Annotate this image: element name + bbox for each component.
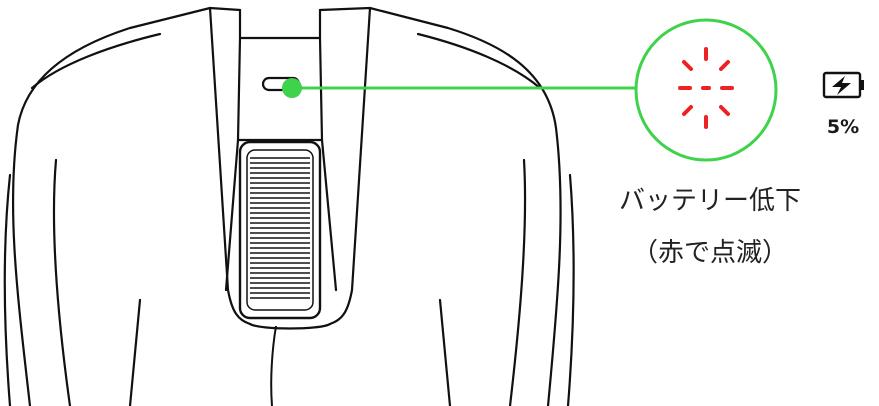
battery-charging-icon bbox=[822, 71, 864, 99]
red-flashing-led-icon bbox=[678, 47, 734, 129]
callout-dot bbox=[282, 78, 302, 98]
mouse-body bbox=[3, 6, 575, 406]
caption-note: （赤で点滅） bbox=[631, 238, 788, 268]
battery-percent: 5% bbox=[826, 116, 860, 138]
mouse-cable bbox=[270, 325, 277, 406]
scroll-wheel bbox=[238, 140, 322, 320]
caption-title: バッテリー低下 bbox=[618, 186, 801, 216]
